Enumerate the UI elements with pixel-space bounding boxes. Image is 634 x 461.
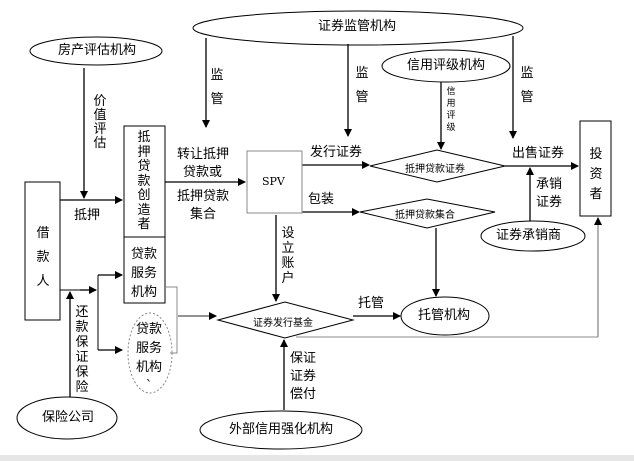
credit-rating-label: 信用评级 xyxy=(446,87,456,133)
guarantee-payment-label: 保证证券偿付 xyxy=(289,351,316,402)
transfer-label-4: 集合 xyxy=(190,207,217,222)
issue-securities-label: 发行证券 xyxy=(310,145,363,160)
transfer-label-1: 转让抵押 xyxy=(177,147,230,162)
servicer-box xyxy=(123,236,166,304)
supervise-mid-label: 监管 xyxy=(355,66,369,105)
rating-agency-ellipse xyxy=(381,49,511,83)
appraiser-label: 房产评估机构 xyxy=(58,43,137,58)
transfer-label-3: 抵押贷款 xyxy=(177,189,230,204)
issue-fund-label: 证券发行基金 xyxy=(253,318,313,329)
insurer-ellipse xyxy=(16,396,118,440)
investor-box xyxy=(579,120,612,217)
transfer-label-2: 贷款或 xyxy=(183,165,223,180)
pool-label: 抵押贷款集合 xyxy=(395,210,455,221)
regulator-label: 证券监管机构 xyxy=(318,19,397,34)
issue-fund-diamond xyxy=(216,301,355,339)
repayment-insurance-label: 还款保证保险 xyxy=(75,305,89,395)
mortgage-label: 抵押 xyxy=(74,208,101,223)
servicer-alt-label: 贷款服务机构` xyxy=(135,322,162,394)
underwriter-ellipse xyxy=(480,220,586,252)
credit-enhancer-ellipse xyxy=(199,410,363,450)
package-label: 包装 xyxy=(308,192,335,207)
supervise-right-label: 监管 xyxy=(520,66,534,105)
supervise-left-label: 监管 xyxy=(210,68,224,107)
valuation-label: 价值评估 xyxy=(93,94,107,151)
underwrite-label: 承销证券 xyxy=(535,177,562,210)
originator-label: 抵押贷款创造者 xyxy=(137,130,151,232)
custody-label: 托管 xyxy=(358,296,385,311)
rating-agency-label: 信用评级机构 xyxy=(407,58,486,73)
spv-label: SPV xyxy=(262,175,285,188)
trustee-ellipse xyxy=(400,296,490,336)
credit-enhancer-label: 外部信用强化机构 xyxy=(229,422,334,437)
investor-label: 投资者 xyxy=(589,147,603,202)
servicer-label: 贷款服务机构 xyxy=(130,247,157,300)
borrower-label: 借款人 xyxy=(36,226,50,289)
sell-securities-label: 出售证券 xyxy=(512,146,565,161)
trustee-label: 托管机构 xyxy=(418,308,471,323)
mbs-label: 抵押贷款证券 xyxy=(405,164,465,175)
insurer-label: 保险公司 xyxy=(42,410,95,425)
regulator-ellipse xyxy=(192,10,524,46)
bottom-border xyxy=(0,455,634,461)
underwriter-label: 证券承销商 xyxy=(496,228,562,243)
pool-diamond xyxy=(359,198,496,229)
open-account-label: 设立账户 xyxy=(281,226,295,286)
appraiser-ellipse xyxy=(29,36,163,66)
borrower-box xyxy=(24,181,61,321)
